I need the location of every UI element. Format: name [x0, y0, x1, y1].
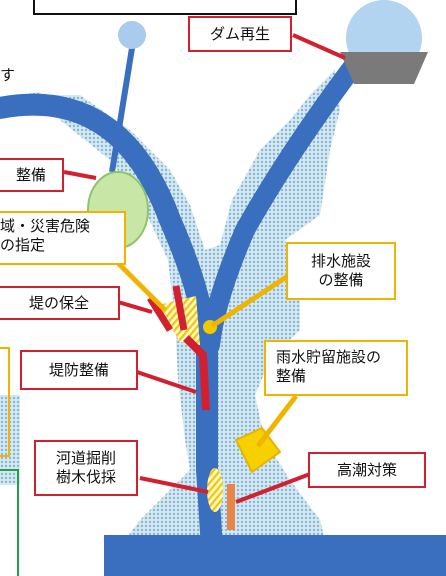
- dredging-line-1: 河道掘削: [55, 449, 116, 467]
- dredging-label: 河道掘削 樹木伐採: [34, 440, 138, 496]
- callout-rain: [256, 394, 298, 448]
- dredging-line-2: 樹木伐採: [55, 468, 116, 486]
- rain-line-2: 整備: [276, 367, 307, 385]
- small-reservoir-icon: [118, 21, 146, 49]
- river-mouth-sea: [104, 535, 446, 576]
- tide-label: 高潮対策: [308, 452, 426, 488]
- rain-storage-label: 雨水貯留施設の 整備: [264, 340, 408, 396]
- levee-red-2: [172, 285, 188, 331]
- tide-wall: [227, 484, 235, 530]
- drainage-line-1: 排水施設: [310, 252, 371, 270]
- levee-red-1: [147, 296, 173, 332]
- callout-tide: [235, 472, 311, 504]
- levee-build-label: 堤防整備: [20, 350, 138, 390]
- callout-drain: [210, 265, 302, 329]
- left-green-box: [0, 469, 19, 576]
- drainage-label: 排水施設 の整備: [286, 242, 396, 300]
- drainage-line-2: の整備: [318, 271, 364, 289]
- rain-line-1: 雨水貯留施設の: [276, 348, 382, 366]
- levee-red-3: [183, 335, 210, 411]
- zone-label: 域・災害危険 の指定: [0, 211, 126, 265]
- left-river-arm: [0, 93, 216, 356]
- dredging-mark: [207, 468, 223, 512]
- callout-dredge: [139, 476, 209, 494]
- zone-line-1: 域・災害危険: [0, 217, 91, 235]
- callout-dam: [292, 33, 346, 60]
- callout-seibi: [63, 170, 97, 180]
- rain-storage-diamond: [234, 426, 282, 474]
- left-yellow-box: [0, 347, 10, 457]
- dam-label: ダム再生: [188, 16, 292, 52]
- seibi-label: 整備: [0, 158, 64, 192]
- levee-keep-label: 堤の保全: [0, 286, 120, 320]
- dam-structure: [340, 52, 428, 84]
- top-box-border: [33, 0, 297, 15]
- zone-line-2: の指定: [0, 236, 46, 254]
- left-tributary: [109, 47, 135, 173]
- callout-levee-build: [136, 370, 197, 394]
- right-river-arm: [200, 50, 368, 355]
- callout-levee-keep: [117, 300, 153, 314]
- top-fragment-text: す: [0, 66, 16, 84]
